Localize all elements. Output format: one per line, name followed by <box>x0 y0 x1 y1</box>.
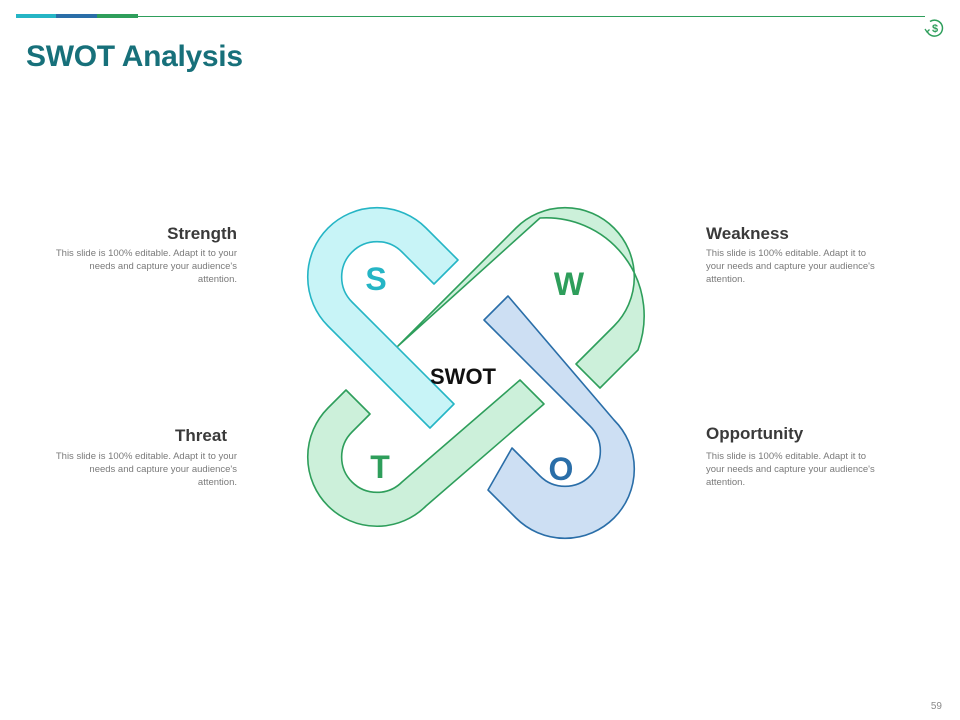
letter-s: S <box>365 261 386 297</box>
weakness-title: Weakness <box>706 224 789 243</box>
header-rule <box>138 16 925 17</box>
logo-symbol: $ <box>932 23 938 35</box>
opportunity-loop <box>483 295 636 540</box>
threat-title: Threat <box>175 426 227 445</box>
opportunity-description: This slide is 100% editable. Adapt it to… <box>706 451 875 488</box>
threat-description: This slide is 100% editable. Adapt it to… <box>55 451 237 488</box>
letter-t: T <box>370 449 390 485</box>
accent-bar-blue <box>56 14 97 18</box>
strength-title: Strength <box>167 224 237 243</box>
weakness-loop <box>397 206 645 389</box>
threat-loop <box>306 379 545 528</box>
strength-description: This slide is 100% editable. Adapt it to… <box>55 248 237 285</box>
letter-w: W <box>554 266 585 302</box>
opportunity-title: Opportunity <box>706 424 804 443</box>
page-title: SWOT Analysis <box>26 40 243 73</box>
accent-bar-teal <box>16 14 56 18</box>
accent-bar-green <box>97 14 138 18</box>
strength-loop <box>306 206 459 429</box>
dollar-cycle-icon: $ <box>924 19 944 37</box>
center-label: SWOT <box>430 364 497 389</box>
letter-o: O <box>549 451 574 487</box>
weakness-description: This slide is 100% editable. Adapt it to… <box>706 248 875 285</box>
page-number: 59 <box>930 701 942 712</box>
